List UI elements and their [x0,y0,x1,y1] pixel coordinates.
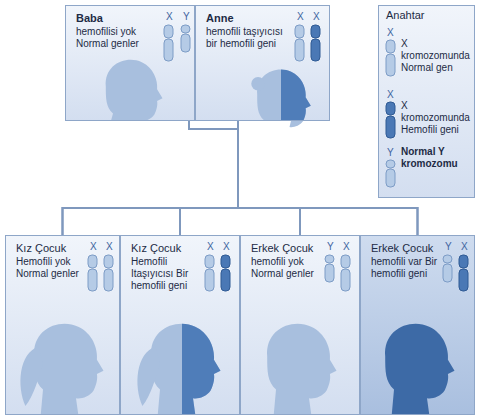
x-chromosome [221,255,230,291]
family-line [189,121,300,235]
box-fill [65,5,195,121]
x-chromosome [386,40,395,76]
person-silhouette [267,324,336,414]
person-silhouette [106,60,163,121]
family-line [180,121,238,235]
x-chromosome [104,255,113,291]
daughter-box: Kız ÇocukHemofili Itaşıyıcısı Bir hemofi… [120,235,240,415]
chromosome-letter: X [313,11,320,23]
x-chromosome [459,255,468,291]
family-line [63,121,239,235]
x-chromosome [88,255,97,291]
person-silhouette [20,324,103,414]
family-line [238,121,418,235]
gene-note: hemofilisi yok Normal genler [76,26,160,50]
box-fill [120,235,240,415]
person-title: Erkek Çocuk [251,242,323,255]
legend-fill [378,5,475,198]
person-silhouette [385,324,454,414]
x-chromosome [164,25,173,61]
chromosome-letter: X [223,241,230,253]
x-chromosome [295,25,304,61]
son-box: Erkek Çocukhemofili var Bir hemofili gen… [360,235,475,415]
legend-box: X kromozomunda Normal gen X kromozomunda … [378,5,475,198]
family-line [238,121,300,235]
chromosome-letter: X [461,241,468,253]
box-fill [5,235,120,415]
chromosome-letter: Y [445,241,452,253]
y-chromosome [386,160,395,187]
person-title: Kız Çocuk [131,242,203,255]
chromosome-letter: X [166,11,173,23]
chromosome-letter: X [343,241,350,253]
gene-note: Hemofili yok Normal genler [16,256,88,280]
gene-note: hemofili var Bir hemofili geni [371,256,443,280]
y-chromosome [181,25,190,52]
family-line [180,121,238,235]
person-title: Baba [76,12,160,25]
chromosome-letter: Y [183,11,190,23]
chromosome-letter: X [297,11,304,23]
chromosome-letter: X [387,27,394,39]
gene-note: Hemofili Itaşıyıcısı Bir hemofili geni [131,256,203,292]
person-title: Anne [206,12,294,25]
gene-note: hemofili taşıyıcısı bir hemofili geni [206,26,294,50]
chromosome-letter: Y [327,241,334,253]
legend-text: X kromozomunda Normal gen [401,38,471,74]
chromosome-letter: X [207,241,214,253]
y-chromosome [325,255,334,282]
x-chromosome [205,255,214,291]
legend-text: X kromozomunda Hemofili geni [401,100,471,136]
legend-text: Normal Y kromozomu [401,146,457,170]
legend-title: Anahtar [386,9,425,22]
family-line [63,121,239,235]
x-chromosome [341,255,350,291]
box-fill [360,235,475,415]
x-chromosome [386,102,395,138]
x-chromosome [311,25,320,61]
person-title: Kız Çocuk [16,242,88,255]
family-line [189,121,418,235]
chromosome-letter: X [90,241,97,253]
box-fill [240,235,360,415]
y-chromosome [443,255,452,282]
mother-box: Annehemofili taşıyıcısı bir hemofili gen… [195,5,330,121]
person-title: Erkek Çocuk [371,242,443,255]
person-silhouette [251,70,311,128]
person-silhouette [137,324,220,414]
chromosome-letter: Y [387,147,394,159]
daughter-box: Kız ÇocukHemofili yok Normal genlerXX [5,235,120,415]
son-box: Erkek Çocukhemofili yok Normal genler YX [240,235,360,415]
father-box: Babahemofilisi yok Normal genler XY [65,5,195,121]
chromosome-letter: X [106,241,113,253]
chromosome-letter: X [387,89,394,101]
gene-note: hemofili yok Normal genler [251,256,323,280]
